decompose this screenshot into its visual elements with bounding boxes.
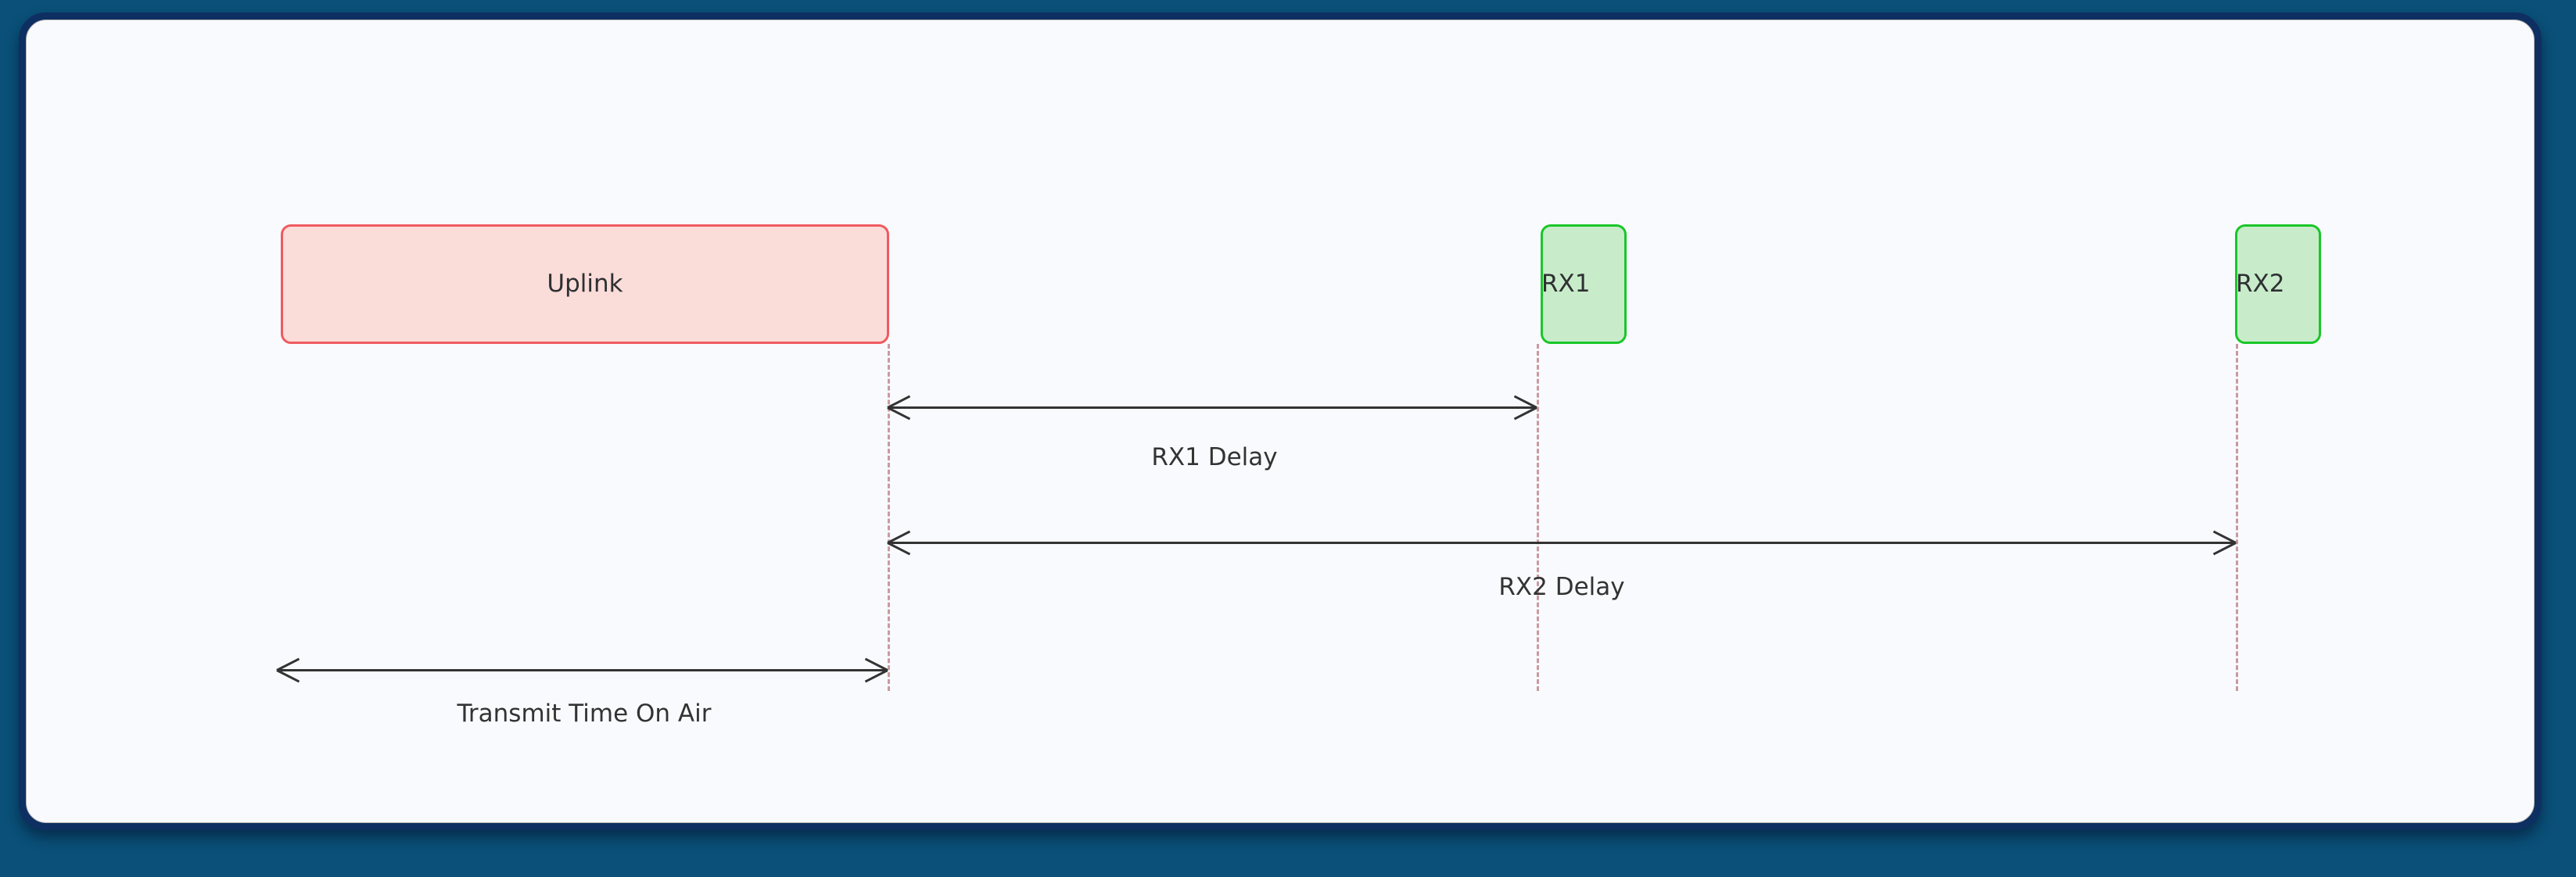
node-rx1-label: RX1 — [1541, 270, 1591, 298]
node-rx2[interactable]: RX2 — [2235, 224, 2321, 344]
arrow-head-right-icon — [864, 658, 888, 682]
measure-arrow-rx2-delay — [888, 525, 2236, 560]
arrow-head-left-icon — [277, 658, 300, 682]
arrow-shaft — [277, 669, 888, 671]
measure-arrow-transmit-time-on-air — [277, 653, 888, 687]
node-rx1[interactable]: RX1 — [1541, 224, 1627, 344]
lifeline-uplink-end — [888, 344, 890, 691]
lifeline-rx1 — [1537, 344, 1539, 691]
diagram-canvas: Uplink RX1 RX2 RX1 Delay RX2 Delay — [26, 20, 2535, 823]
measure-arrow-rx1-delay — [888, 390, 1537, 424]
arrow-head-left-icon — [888, 396, 911, 419]
node-uplink[interactable]: Uplink — [281, 224, 889, 344]
arrow-shaft — [888, 406, 1537, 409]
measure-label-rx2-delay: RX2 Delay — [1498, 573, 1625, 601]
arrow-head-right-icon — [1513, 396, 1537, 419]
measure-label-transmit-time-on-air: Transmit Time On Air — [457, 700, 712, 728]
diagram-frame: Uplink RX1 RX2 RX1 Delay RX2 Delay — [19, 13, 2542, 830]
arrow-shaft — [888, 542, 2236, 544]
arrow-head-right-icon — [2212, 531, 2236, 554]
measure-label-rx1-delay: RX1 Delay — [1151, 443, 1278, 471]
lifeline-rx2 — [2236, 344, 2238, 691]
arrow-head-left-icon — [888, 531, 911, 554]
node-rx2-label: RX2 — [2236, 270, 2285, 298]
node-uplink-label: Uplink — [547, 270, 623, 298]
